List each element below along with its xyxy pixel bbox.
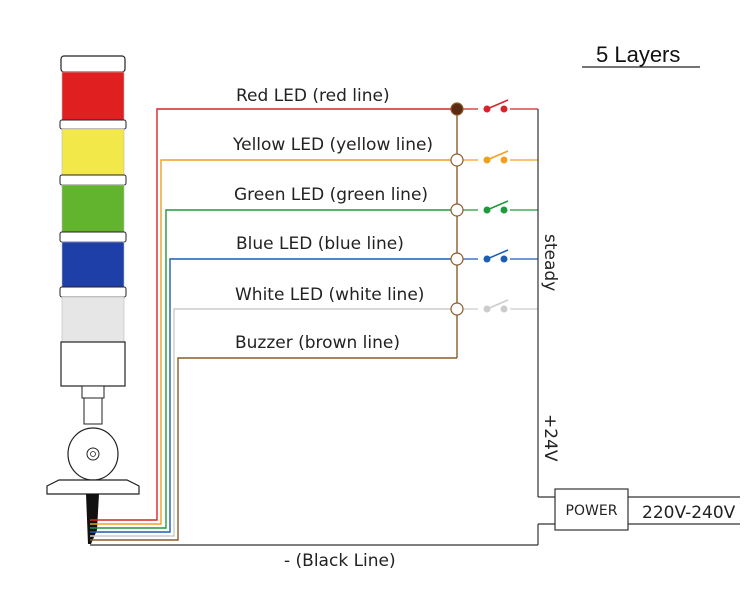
green-led-label: Green LED (green line) bbox=[234, 185, 428, 205]
tower-layer-red bbox=[61, 71, 125, 121]
wire-bundle bbox=[90, 108, 457, 541]
power-supply-box bbox=[554, 488, 629, 531]
red-wire bbox=[90, 108, 457, 521]
yellow-junction-node bbox=[450, 153, 464, 167]
red-led-label: Red LED (red line) bbox=[236, 86, 390, 106]
tower-divider bbox=[59, 286, 127, 298]
ground-label: - (Black Line) bbox=[284, 551, 396, 571]
power-circuit: POWER 220V-240V bbox=[90, 109, 740, 546]
blue-junction-node bbox=[450, 252, 464, 266]
power-label: POWER bbox=[566, 503, 618, 519]
tower-layer-white bbox=[61, 296, 125, 343]
white-switch bbox=[478, 299, 510, 315]
buzzer-housing bbox=[60, 341, 126, 387]
tower-divider bbox=[59, 119, 127, 130]
wire-labels: Red LED (red line) Yellow LED (yellow li… bbox=[232, 86, 433, 353]
buzzer-wire bbox=[90, 357, 457, 541]
red-junction-node bbox=[450, 102, 464, 116]
yellow-led-label: Yellow LED (yellow line) bbox=[232, 135, 433, 155]
tower-pole bbox=[83, 397, 103, 425]
yellow-wire bbox=[90, 159, 457, 525]
tower-cap bbox=[60, 55, 126, 73]
mains-voltage-label: 220V-240V bbox=[642, 503, 736, 523]
tower-neck bbox=[81, 385, 105, 399]
green-wire bbox=[90, 209, 457, 529]
plus-24v-label: +24V bbox=[540, 414, 560, 462]
signal-tower bbox=[46, 55, 140, 544]
diagram-title: 5 Layers bbox=[596, 42, 680, 67]
blue-wire bbox=[90, 258, 457, 533]
blue-led-label: Blue LED (blue line) bbox=[236, 234, 404, 254]
green-switch bbox=[478, 200, 510, 216]
steady-label: steady bbox=[540, 234, 560, 291]
white-led-label: White LED (white line) bbox=[235, 285, 424, 305]
switches bbox=[478, 99, 510, 315]
mount-base bbox=[46, 479, 140, 495]
tower-divider bbox=[59, 174, 127, 186]
blue-switch bbox=[478, 249, 510, 265]
red-switch bbox=[478, 99, 510, 115]
green-junction-node bbox=[450, 203, 464, 217]
tower-layer-blue bbox=[61, 241, 125, 288]
junction-nodes bbox=[450, 102, 464, 316]
buzzer-label: Buzzer (brown line) bbox=[235, 333, 400, 353]
yellow-switch bbox=[478, 150, 510, 166]
tower-divider bbox=[59, 231, 127, 243]
tower-layer-yellow bbox=[61, 128, 125, 176]
white-junction-node bbox=[450, 302, 464, 316]
white-wire bbox=[90, 308, 457, 537]
tower-layer-green bbox=[61, 184, 125, 233]
